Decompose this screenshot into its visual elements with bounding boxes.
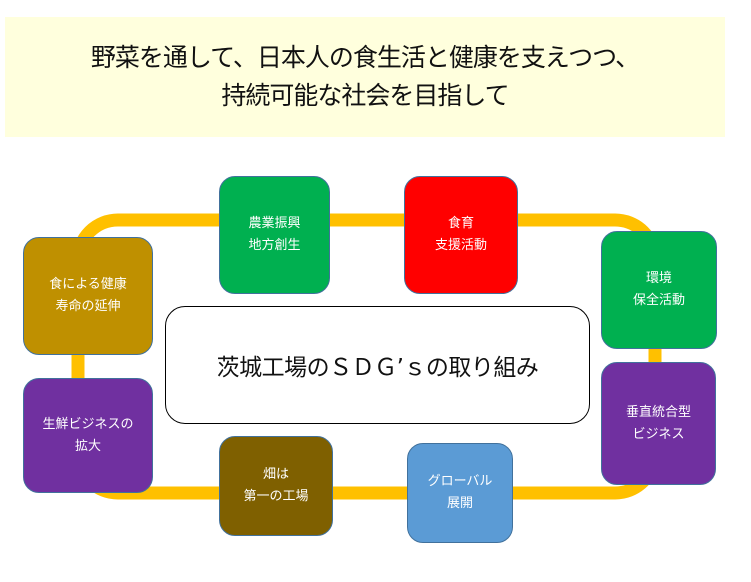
node-global: グローバル 展開 bbox=[407, 443, 513, 543]
node-agri: 農業振興 地方創生 bbox=[219, 176, 330, 294]
node-label-line1: 農業振興 bbox=[248, 216, 301, 231]
node-label-line1: 環境 bbox=[645, 271, 672, 286]
node-vertical: 垂直統合型 ビジネス bbox=[601, 362, 716, 485]
title-line-2: 持続可能な社会を目指して bbox=[221, 81, 509, 110]
node-education: 食育 支援活動 bbox=[404, 176, 518, 294]
node-label-line1: 垂直統合型 bbox=[625, 404, 691, 420]
node-label-line2: 保全活動 bbox=[632, 293, 685, 308]
node-label-line1: 食育 bbox=[447, 216, 474, 231]
loop-track-path bbox=[71, 213, 662, 500]
node-label-line2: 地方創生 bbox=[248, 238, 301, 253]
node-field: 畑は 第一の工場 bbox=[219, 436, 333, 536]
node-label-line2: 拡大 bbox=[74, 438, 101, 454]
node-fresh: 生鮮ビジネスの 拡大 bbox=[23, 378, 153, 493]
node-environment: 環境 保全活動 bbox=[601, 231, 717, 349]
node-food-health: 食による健康 寿命の延伸 bbox=[23, 237, 153, 355]
title-line-1: 野菜を通して、日本人の食生活と健康を支えつつ、 bbox=[90, 43, 640, 72]
center-title: 茨城工場のＳＤＧ’ｓの取り組み bbox=[216, 355, 539, 381]
node-label-line2: 展開 bbox=[446, 496, 473, 511]
node-label-line2: 支援活動 bbox=[434, 238, 487, 253]
node-label-line2: 第一の工場 bbox=[243, 489, 309, 504]
node-label-line2: ビジネス bbox=[632, 426, 685, 442]
title-banner: 野菜を通して、日本人の食生活と健康を支えつつ、 持続可能な社会を目指して bbox=[5, 17, 725, 137]
node-label-line1: 食による健康 bbox=[49, 277, 127, 292]
node-label-line1: 畑は bbox=[262, 467, 289, 482]
node-label-line1: グローバル bbox=[427, 474, 493, 489]
center-title-box: 茨城工場のＳＤＧ’ｓの取り組み bbox=[165, 306, 590, 424]
node-label-line1: 生鮮ビジネスの bbox=[42, 416, 134, 432]
node-label-line2: 寿命の延伸 bbox=[55, 299, 121, 314]
